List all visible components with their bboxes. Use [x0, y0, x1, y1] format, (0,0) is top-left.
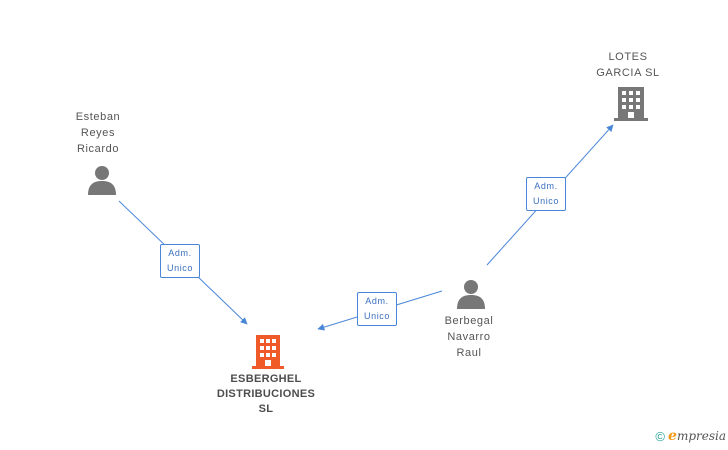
node-label-esteban[interactable]: Esteban Reyes Ricardo [75, 111, 121, 155]
person-icon[interactable] [87, 165, 117, 195]
copyright-symbol: © [655, 428, 666, 444]
edge-label-esteban-esberghel[interactable]: Adm. Unico [160, 244, 201, 278]
person-icon[interactable] [456, 279, 486, 309]
building-icon[interactable] [614, 85, 648, 121]
building-icon-main[interactable] [252, 333, 284, 369]
edge-label-berbegal-lotes[interactable]: Adm. Unico [526, 177, 567, 211]
node-label-berbegal[interactable]: Berbegal Navarro Raul [444, 315, 494, 359]
footer-brand: © empresia [655, 428, 726, 444]
edge-label-berbegal-esberghel[interactable]: Adm. Unico [357, 292, 398, 326]
node-label-esberghel[interactable]: ESBERGHEL DISTRIBUCIONES SL [216, 373, 316, 415]
brand-logo: empresia [668, 428, 726, 444]
node-label-lotes[interactable]: LOTES GARCIA SL [596, 51, 660, 79]
